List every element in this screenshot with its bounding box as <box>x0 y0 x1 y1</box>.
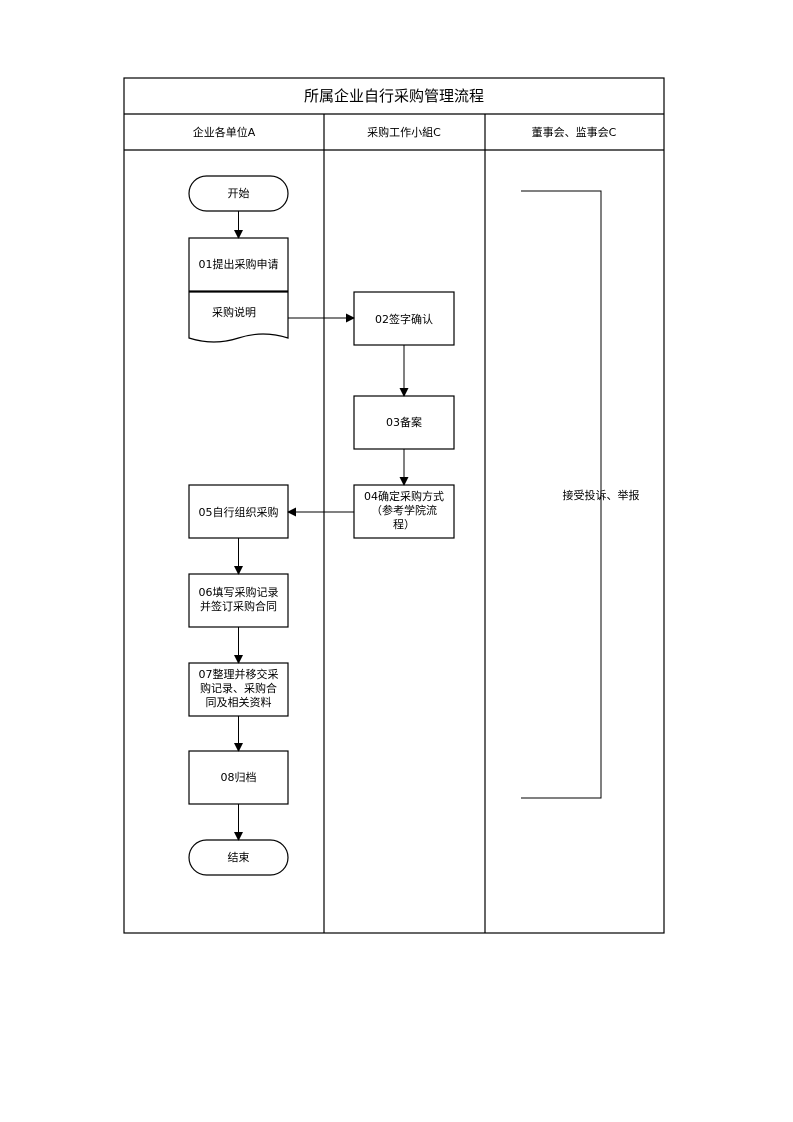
step-04-box <box>353 484 455 539</box>
node-text-line: 同及相关资料 <box>206 695 272 709</box>
step-01-label: 01提出采购申请 <box>199 257 279 271</box>
step-03-label: 03备案 <box>386 415 422 429</box>
oversight-bracket <box>521 190 602 799</box>
lane-header-a: 企业各单位A <box>193 125 256 139</box>
step-07-label: 07整理并移交采购记录、采购合同及相关资料 <box>199 667 279 709</box>
step-05-label: 05自行组织采购 <box>199 505 279 519</box>
node-text-line: 06填写采购记录 <box>199 585 279 599</box>
node-text-line: 04确定采购方式 <box>364 489 444 503</box>
node-text-line: 02签字确认 <box>375 312 433 326</box>
node-text-line: 结束 <box>228 851 250 864</box>
lane-header-c: 董事会、监事会C <box>532 126 617 139</box>
node-text-line: 程） <box>393 518 415 531</box>
node-text-line: 购记录、采购合 <box>200 681 277 695</box>
node-text-line: 05自行组织采购 <box>199 505 279 519</box>
step-01-box <box>188 237 289 292</box>
node-text-line: 开始 <box>228 186 250 200</box>
table-frame <box>123 77 665 934</box>
node-text-line: 采购说明 <box>212 305 256 319</box>
step-08-box <box>188 750 289 805</box>
step-06-label: 06填写采购记录并签订采购合同 <box>199 585 279 613</box>
node-text-line: 并签订采购合同 <box>200 599 277 613</box>
step-02-label: 02签字确认 <box>375 312 433 326</box>
oversight-label: 接受投诉、举报 <box>563 488 640 502</box>
node-text-line: 03备案 <box>386 415 422 429</box>
node-text-line: （参考学院流 <box>371 503 437 517</box>
step-05-box <box>188 484 289 539</box>
step-03-box <box>353 395 455 450</box>
page-title: 所属企业自行采购管理流程 <box>304 87 484 105</box>
step-02-box <box>353 291 455 346</box>
step-04-label: 04确定采购方式（参考学院流程） <box>364 489 444 531</box>
document-shape <box>188 291 289 343</box>
lane-header-b: 采购工作小組C <box>367 125 441 139</box>
step-06-box <box>188 573 289 628</box>
step-07-box <box>188 662 289 717</box>
end-label: 结束 <box>228 851 250 864</box>
node-text-line: 01提出采购申请 <box>199 257 279 271</box>
node-text-line: 07整理并移交采 <box>199 667 279 681</box>
node-text-line: 08归档 <box>221 770 257 784</box>
document-label: 采购说明 <box>212 305 256 319</box>
step-08-label: 08归档 <box>221 770 257 784</box>
start-label: 开始 <box>228 186 250 200</box>
